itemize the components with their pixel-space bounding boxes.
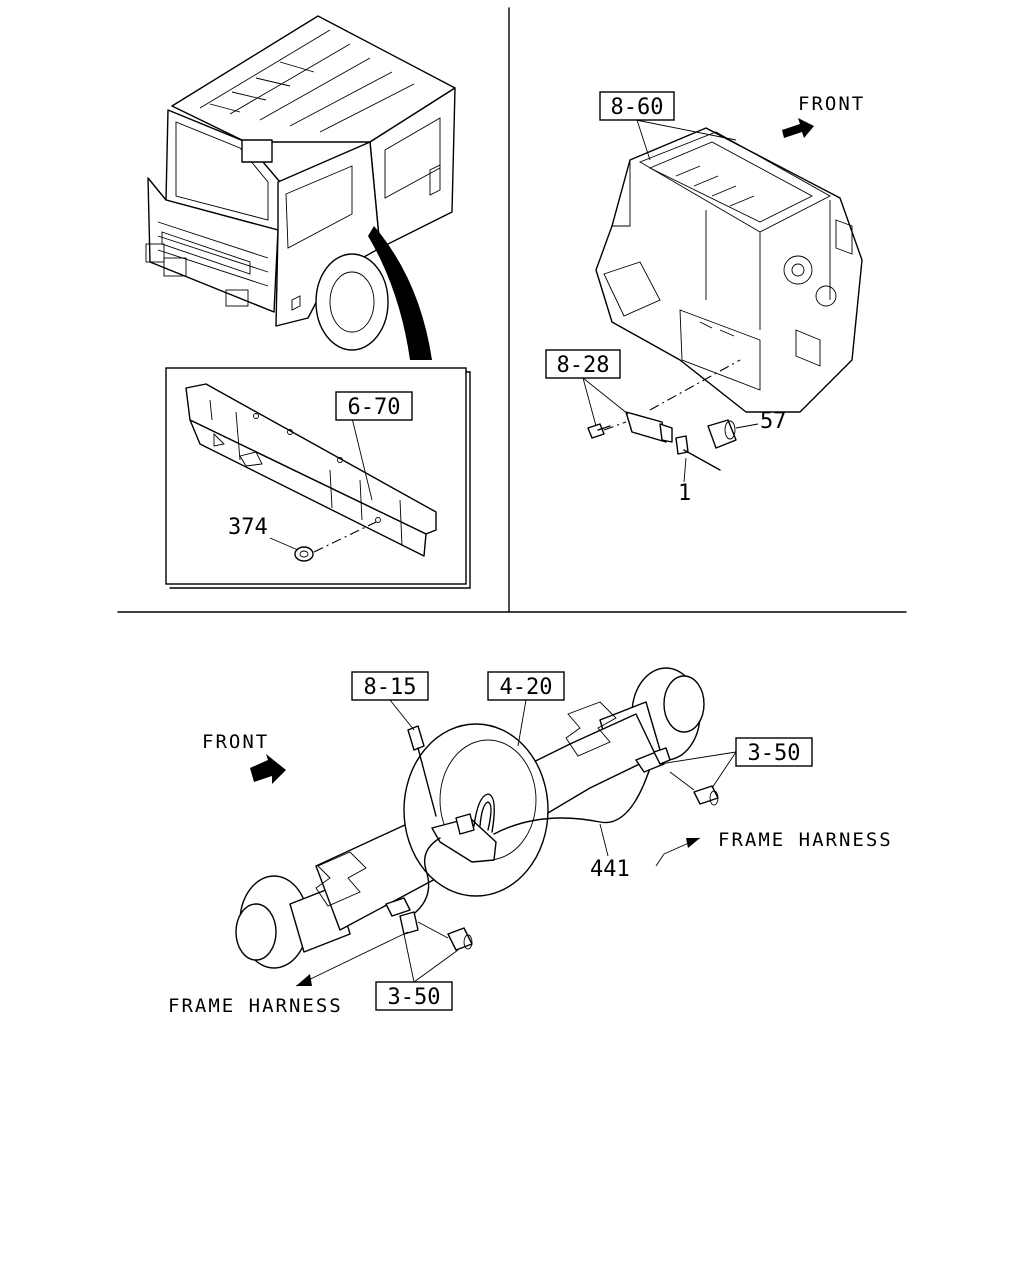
callout-6-70: 6-70 xyxy=(348,395,401,420)
callout-3-50-left: 3-50 xyxy=(388,985,441,1010)
callout-wedge xyxy=(368,226,432,360)
sensor-parts xyxy=(587,359,741,471)
callout-8-60: 8-60 xyxy=(611,95,664,120)
truck-cab-illustration xyxy=(145,15,456,360)
front-label-bottom: FRONT xyxy=(202,731,269,753)
callout-box-3-50-left xyxy=(375,981,453,1011)
frame-harness-label-left: FRAME HARNESS xyxy=(168,995,343,1017)
callout-57: 57 xyxy=(760,409,787,434)
callout-box-8-15 xyxy=(351,671,429,701)
front-arrow-icon-bottom xyxy=(250,754,286,784)
rear-axle-illustration xyxy=(235,667,719,987)
callout-374: 374 xyxy=(228,515,268,540)
callout-8-28: 8-28 xyxy=(557,353,610,378)
callout-box-8-60 xyxy=(599,91,675,121)
callout-1: 1 xyxy=(678,481,691,506)
hvac-unit-illustration xyxy=(595,119,863,413)
frame-harness-label-right: FRAME HARNESS xyxy=(718,829,893,851)
front-label-top: FRONT xyxy=(798,93,865,115)
callout-box-6-70 xyxy=(335,391,413,421)
callout-441: 441 xyxy=(590,857,630,882)
callout-4-20: 4-20 xyxy=(500,675,553,700)
callout-box-4-20 xyxy=(487,671,565,701)
front-arrow-icon-top xyxy=(782,118,814,138)
callout-3-50-right: 3-50 xyxy=(748,741,801,766)
frame-inset xyxy=(165,367,471,589)
callout-8-15: 8-15 xyxy=(364,675,417,700)
